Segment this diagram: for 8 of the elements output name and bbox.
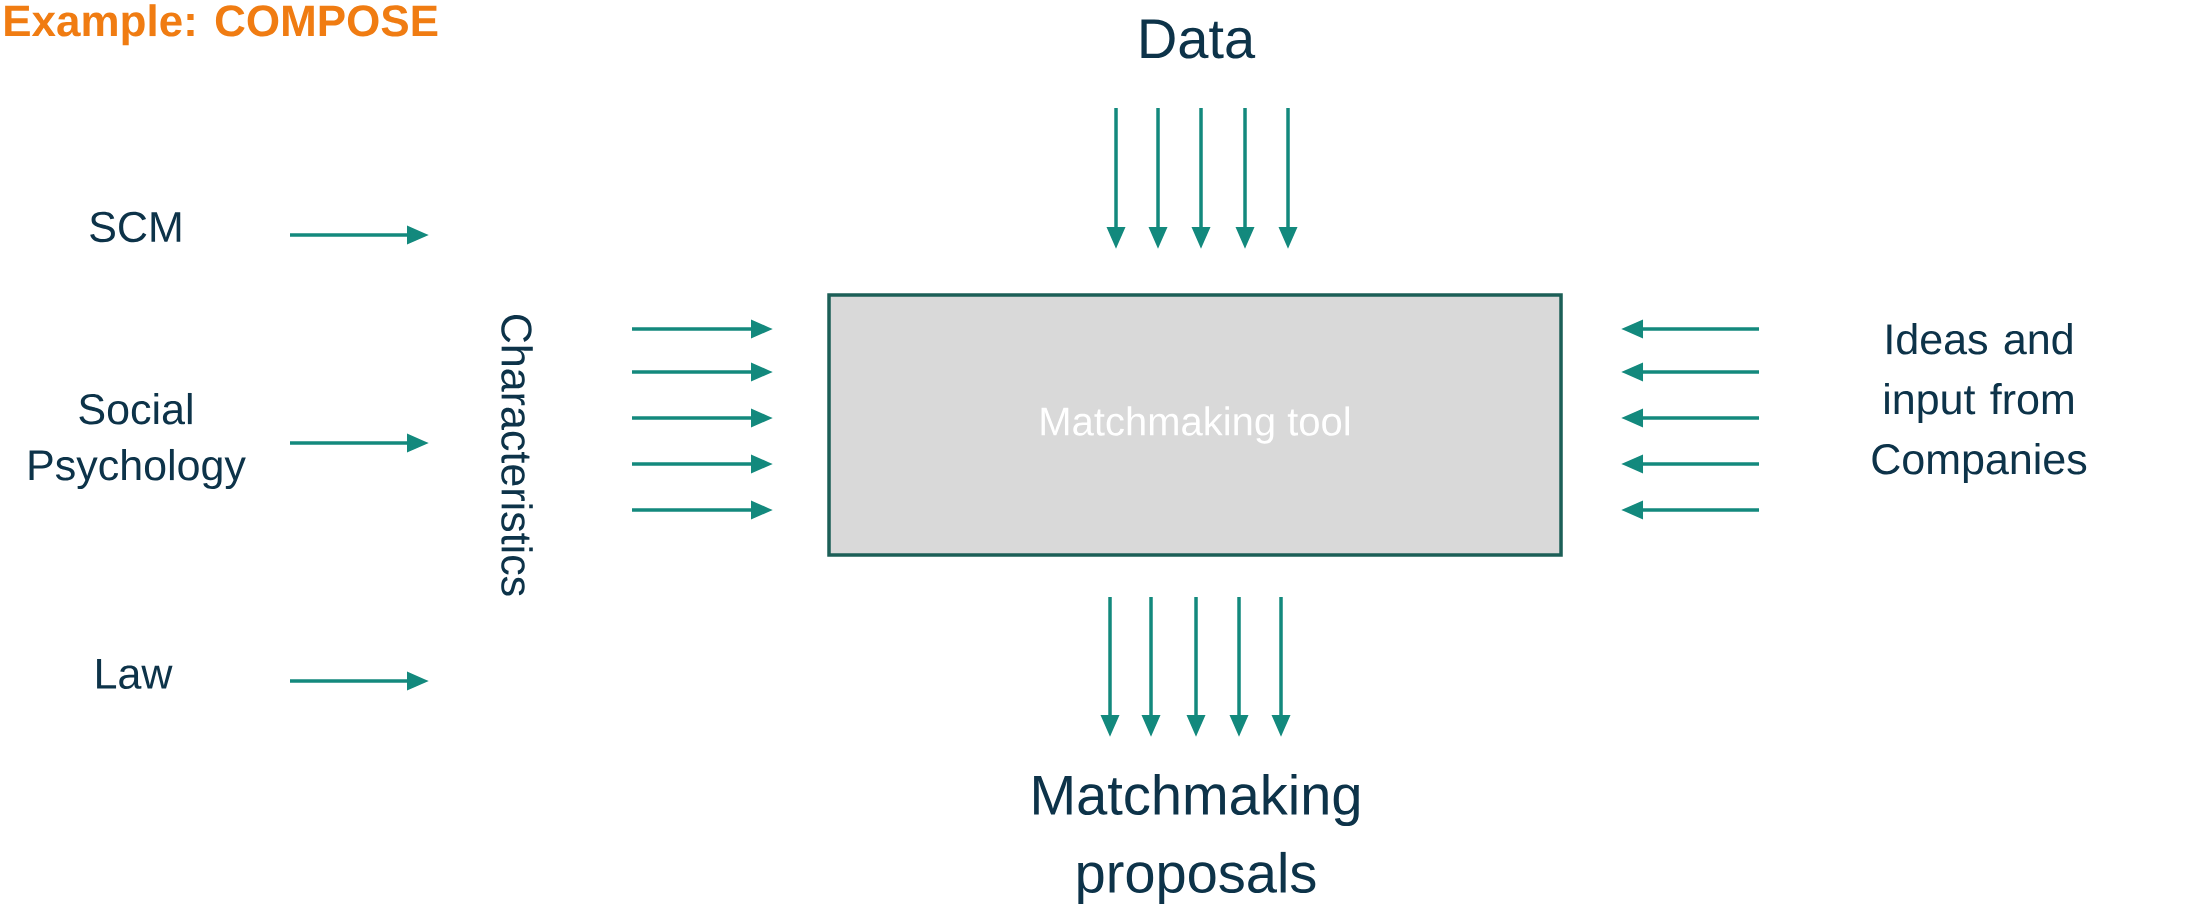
input-label: Law [97,659,173,689]
output-label: Matchmaking proposals [1034,773,1359,905]
input-label: Ideas and input from Companies [1872,322,2087,484]
input-label: SCM [90,211,181,243]
title: Example: COMPOSE [5,4,438,46]
rotated-label: Characteristics [501,315,533,596]
input-label: Social Psychology [29,392,246,490]
input-label: Data [1141,19,1256,59]
